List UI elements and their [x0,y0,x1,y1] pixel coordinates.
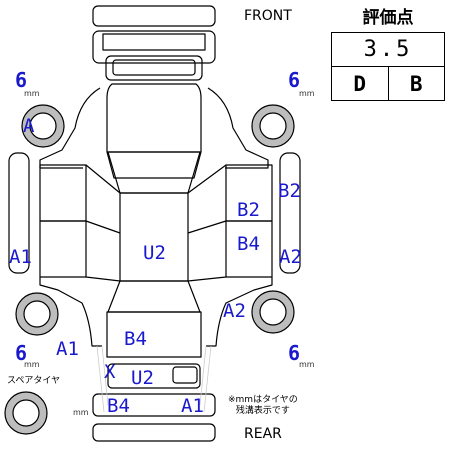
right-rear-door [225,220,273,278]
spare-tread-unit: mm [73,408,89,417]
damage-rear-panel: U2 [131,367,154,389]
damage-rear-mark-x: X [104,361,116,383]
left-side-sill [8,152,30,274]
grade-exterior: B [387,66,445,101]
tread-rear-right: 6 [288,341,301,365]
right-quarter [206,277,273,347]
right-fender [207,87,269,169]
left-pillar-rear [85,276,121,282]
roof-panel [119,192,189,282]
damage-roof: U2 [143,242,166,264]
rear-bumper-lower [92,423,216,442]
spare-tire-label: スペアタイヤ [7,376,61,386]
damage-rear-bumper-right: A1 [181,395,204,417]
damage-front-left-tire: A [23,115,35,137]
left-fender [39,87,101,169]
damage-right-quarter-lower: A2 [223,300,246,322]
left-quarter [39,277,102,347]
tread-rear-left: 6 [15,341,28,365]
windshield [107,151,201,194]
left-front-door [39,164,87,222]
rear-plate [172,366,198,384]
tire-front-left [21,104,65,148]
damage-right-front-edge: B2 [278,180,301,202]
grade-table: 3.5 D B [331,32,445,101]
right-side-sill [279,152,301,274]
right-pillar-rear [187,276,227,282]
front-bumper [92,5,216,27]
tread-front-left: 6 [15,68,28,92]
grade-score: 3.5 [331,32,445,67]
tire-rear-right [251,290,295,334]
tread-unit-fr: mm [299,89,315,98]
front-lamp-inner [112,59,196,76]
trunk-panel [106,311,202,358]
right-pillar-front [187,164,227,194]
tread-front-right: 6 [288,68,301,92]
front-label: FRONT [244,8,292,24]
tire-rear-left [15,292,59,336]
left-rear-door [39,220,87,278]
right-belt-line [187,220,227,234]
tread-note-line1: ※mmはタイヤの [228,395,298,405]
tread-note: ※mmはタイヤの 残溝表示です [228,395,298,417]
damage-left-rear-panel: A1 [56,338,79,360]
spare-tire [4,391,48,435]
grade-interior: D [331,66,389,101]
rear-window [107,280,201,313]
front-grille-inner [102,33,206,51]
damage-right-front-door: B2 [237,199,260,221]
hood-lower [106,151,202,179]
grade-box: 評価点 3.5 D B [331,7,445,101]
left-pillar-front [85,164,121,194]
tread-unit-fl: mm [24,89,40,98]
grade-title: 評価点 [362,8,414,28]
damage-rear-bumper-left: B4 [107,395,130,417]
front-grille [92,30,216,64]
damage-right-quarter-upper: A2 [279,246,302,268]
tread-unit-rl: mm [24,360,40,369]
damage-right-rear-door: B4 [237,233,260,255]
front-lamp-bar [105,55,203,81]
tread-note-line2: 残溝表示です [235,406,290,416]
rear-label: REAR [244,426,282,442]
rear-lamp-bar [107,363,201,389]
damage-trunk: B4 [124,328,147,350]
left-belt-line [85,220,121,234]
damage-left-front-panel: A1 [9,246,32,268]
rear-bumper-upper [92,393,216,417]
rear-faint-lines [96,345,212,413]
tire-front-right [251,104,295,148]
tread-unit-rr: mm [299,360,315,369]
hood-panel [106,83,202,153]
